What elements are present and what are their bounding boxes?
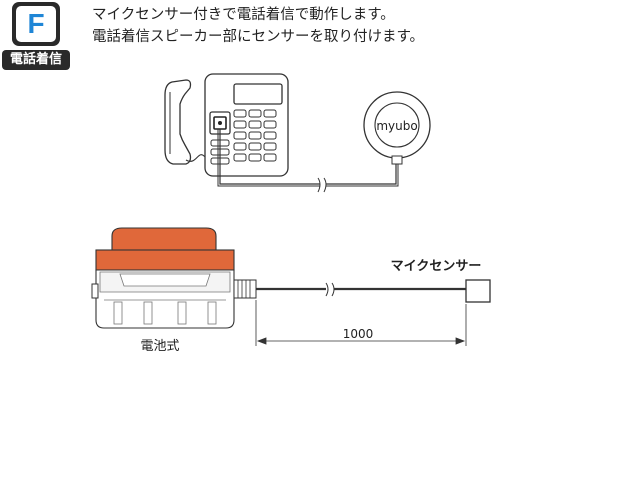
telephone-display [233, 83, 283, 105]
badge-label: 電話着信 [2, 50, 70, 70]
description-line-1: マイクセンサー付きで電話着信で動作します。 [92, 7, 395, 23]
description-line-2: 電話着信スピーカー部にセンサーを取り付けます。 [92, 29, 425, 45]
category-badge: F 電話着信 [2, 2, 70, 72]
description: マイクセンサー付きで電話着信で動作します。 電話着信スピーカー部にセンサーを取り… [92, 4, 424, 48]
mic-sensor-box [465, 279, 491, 303]
sensor-wire-top [219, 129, 397, 185]
cable-connector [233, 279, 257, 299]
battery-device [91, 227, 257, 329]
dimension-line [255, 300, 467, 346]
cable-length-value: 1000 [343, 327, 374, 341]
badge-letter: F [27, 8, 45, 39]
device-top-cap [111, 227, 217, 253]
telephone-illustration [164, 73, 289, 177]
wire-break-mark [317, 177, 327, 193]
device-label: 電池式 [140, 339, 179, 354]
badge-letter-inner: F [16, 6, 56, 42]
myubo-unit: myubo [363, 91, 431, 165]
badge-letter-box: F [12, 2, 60, 46]
telephone-keypad [210, 109, 277, 165]
mic-sensor-label: マイクセンサー [391, 259, 482, 274]
myubo-brand-text: myubo [376, 119, 417, 133]
telephone-handset [164, 79, 192, 165]
